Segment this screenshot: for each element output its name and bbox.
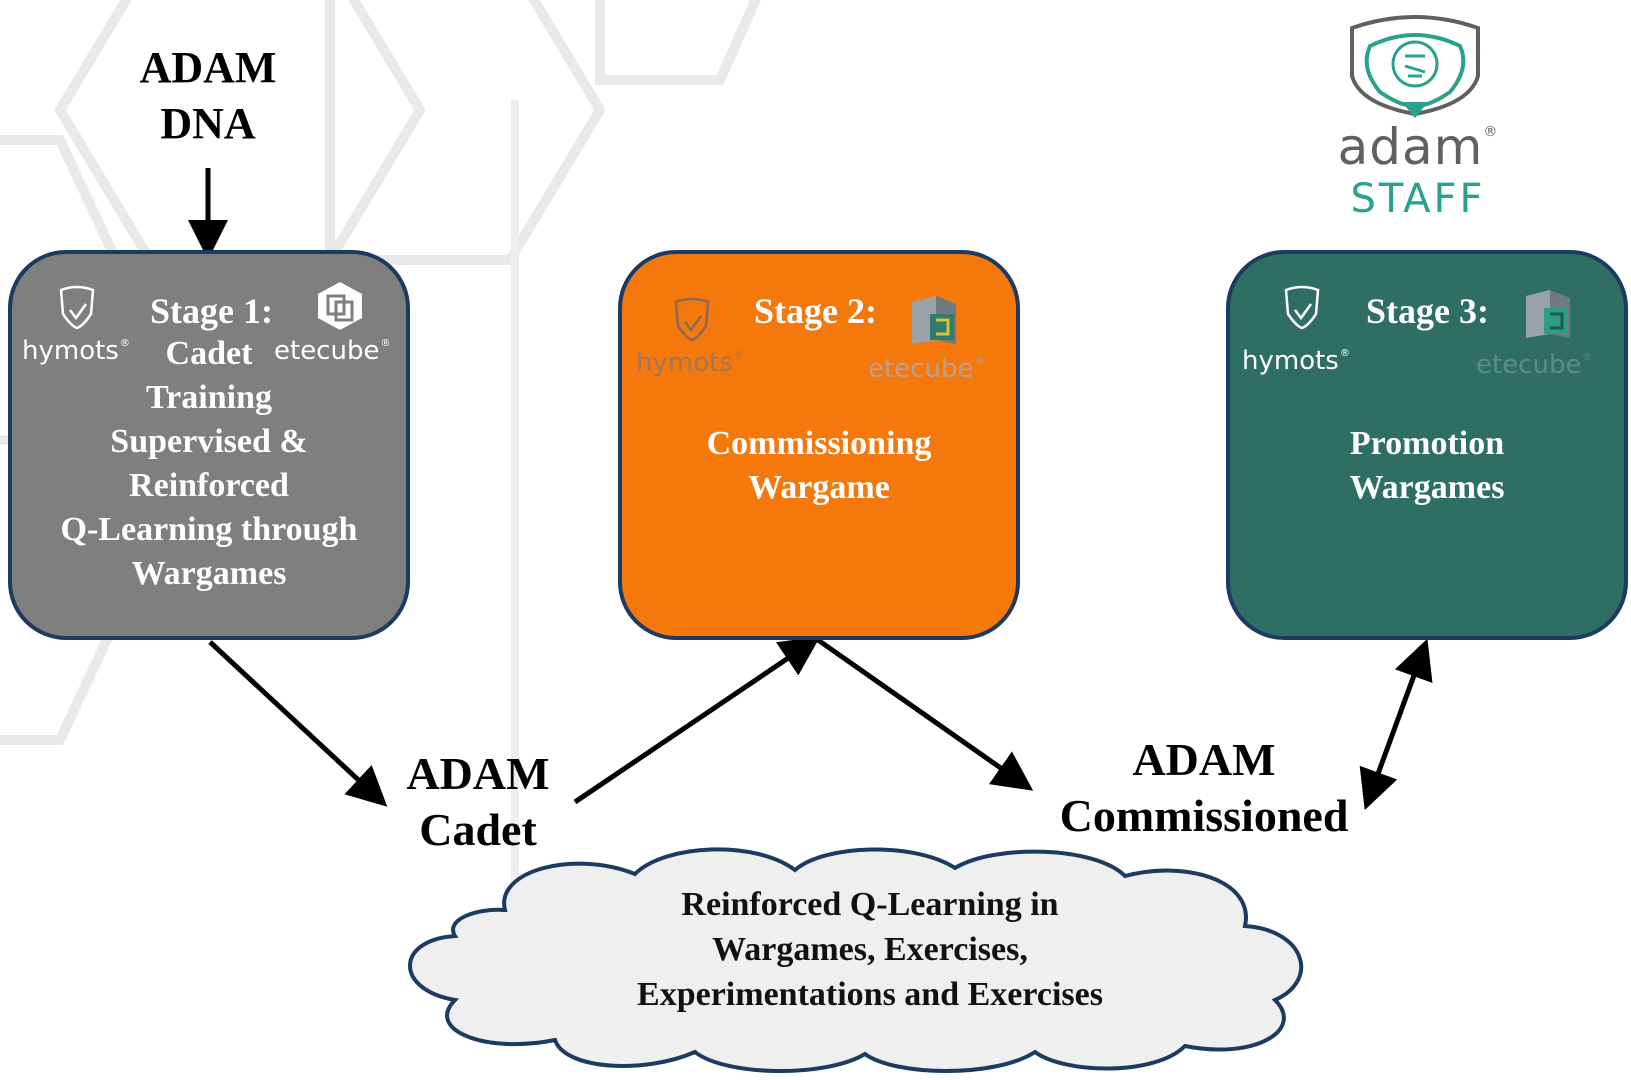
stage-1-line: Q-Learning through: [60, 511, 358, 548]
stage-1-line: Training: [146, 379, 272, 416]
stage-1-line: Reinforced: [129, 467, 289, 504]
etecube-label: etecube: [1476, 350, 1582, 380]
stage-3-title: Stage 3:: [1366, 291, 1489, 331]
stage-3-line: Wargames: [1349, 469, 1505, 506]
stage-2-description: Commissioning Wargame: [622, 422, 1016, 510]
etecube-label: etecube: [868, 354, 974, 384]
stage-1-line: Cadet: [165, 335, 253, 372]
learning-cloud-shape: [408, 847, 1304, 1073]
stage-2-box: hymots® Stage 2: etecube® Commissioning …: [618, 250, 1020, 640]
adam-commissioned-line2: Commissioned: [1059, 790, 1349, 841]
registered-icon: ®: [1483, 124, 1499, 140]
logo-adam-wordmark: adam®: [1328, 118, 1508, 176]
arrow-commissioned-stage3: [1359, 638, 1433, 811]
adam-cadet-node: ADAM Cadet: [368, 746, 588, 858]
stage-3-description: Promotion Wargames: [1230, 422, 1624, 510]
etecube-brand: etecube®: [1476, 350, 1593, 380]
cloud-line: Reinforced Q-Learning in: [681, 886, 1059, 923]
adam-commissioned-node: ADAM Commissioned: [1030, 732, 1378, 844]
etecube-brand: etecube®: [868, 354, 985, 384]
cloud-line: Wargames, Exercises,: [712, 931, 1028, 968]
stage-1-box: hymots® Stage 1: etecube® Cadet Training…: [8, 250, 410, 640]
stage-3-line: Promotion: [1349, 425, 1505, 462]
hymots-label: hymots: [636, 348, 733, 378]
arrow-stage2-to-commissioned: [816, 637, 1034, 791]
hymots-label: hymots: [22, 336, 119, 366]
adam-dna-node: ADAM DNA: [98, 40, 318, 152]
stage-1-description: Cadet Training Supervised & Reinforced Q…: [12, 332, 406, 596]
hymots-shield-icon: [1284, 285, 1320, 330]
etecube-cube-icon: [318, 282, 362, 330]
hymots-shield-icon: [59, 285, 95, 330]
logo-word: adam: [1337, 118, 1484, 176]
shield-brain-icon: [1350, 15, 1480, 118]
etecube-cube-icon: [1526, 290, 1570, 338]
adam-commissioned-line1: ADAM: [1132, 734, 1276, 785]
stage-2-line: Commissioning: [706, 425, 932, 462]
cloud-line: Experimentations and Exercises: [637, 976, 1103, 1013]
stage-1-title: Stage 1:: [150, 291, 273, 331]
etecube-label: etecube: [274, 336, 380, 366]
stage-1-line: Wargames: [131, 555, 287, 592]
adam-dna-line1: ADAM: [139, 43, 277, 92]
hymots-label: hymots: [1242, 346, 1339, 376]
stage-3-box: hymots® Stage 3: etecube® Promotion Warg…: [1226, 250, 1628, 640]
stage-2-title: Stage 2:: [754, 291, 877, 331]
adam-dna-line2: DNA: [160, 99, 256, 148]
etecube-brand: etecube®: [274, 336, 391, 366]
arrow-cadet-to-stage2: [573, 636, 821, 805]
stage-1-line: Supervised &: [110, 423, 308, 460]
hymots-brand: hymots®: [22, 336, 130, 366]
hymots-brand: hymots®: [636, 348, 744, 378]
hymots-brand: hymots®: [1242, 346, 1350, 376]
hymots-shield-icon: [674, 297, 710, 342]
arrow-stage1-to-cadet: [208, 640, 388, 807]
learning-cloud-text: Reinforced Q-Learning in Wargames, Exerc…: [590, 882, 1150, 1017]
adam-cadet-line2: Cadet: [419, 804, 537, 855]
stage-2-line: Wargame: [748, 469, 890, 506]
adam-cadet-line1: ADAM: [406, 748, 550, 799]
logo-staff-wordmark: STAFF: [1350, 176, 1486, 222]
etecube-cube-icon: [912, 296, 956, 344]
